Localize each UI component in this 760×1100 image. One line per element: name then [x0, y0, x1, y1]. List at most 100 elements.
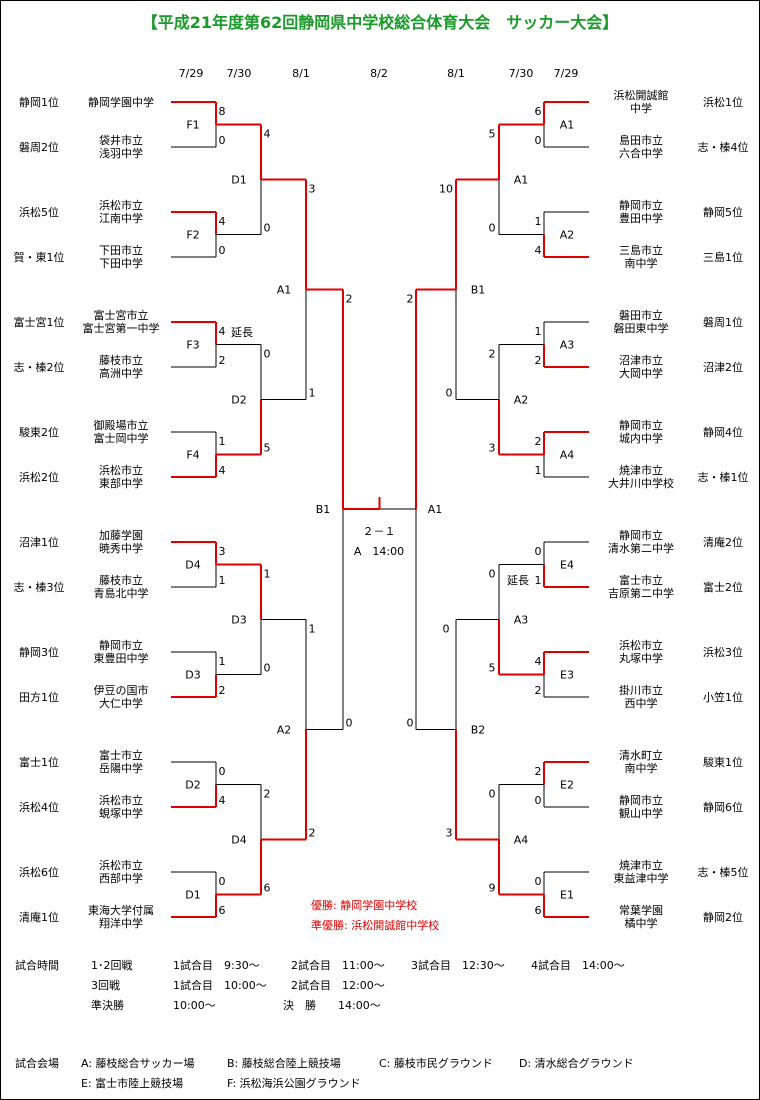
team-rank: 富士2位 — [703, 580, 743, 594]
score-label: 3 — [219, 545, 226, 558]
team-school: 浜松市立 — [99, 198, 143, 212]
final-info: A 14:00 — [354, 545, 404, 558]
score-label: 1 — [219, 655, 226, 668]
score-label: 0 — [489, 222, 496, 235]
venue-code: A2 — [560, 229, 575, 242]
team-rank: 沼津1位 — [19, 535, 59, 549]
team-rank: 清庵1位 — [19, 910, 59, 924]
team-school: 江南中学 — [99, 211, 143, 225]
team-rank: 浜松6位 — [19, 865, 59, 879]
team-school: 磐田東中学 — [614, 321, 669, 335]
page-title: 【平成21年度第62回静岡県中学校総合体育大会 サッカー大会】 — [141, 13, 619, 32]
venue-code: E3 — [560, 669, 574, 682]
team-rank: 浜松5位 — [19, 205, 59, 219]
venue-code: F2 — [186, 229, 199, 242]
team-school: 浜松市立 — [99, 858, 143, 872]
score-label: 4 — [219, 215, 226, 228]
overtime-label: 延長 — [231, 326, 253, 339]
schedule-round-1: 1･2回戦 — [91, 959, 133, 972]
venue-code: A1 — [428, 503, 443, 516]
team-rank: 駿東2位 — [19, 425, 59, 439]
team-school: 南中学 — [625, 256, 658, 270]
date-label: 7/29 — [554, 67, 579, 80]
score-label: 6 — [535, 105, 542, 118]
team-school: 東益津中学 — [614, 871, 669, 885]
team-school: 富士市立 — [619, 573, 663, 587]
score-label: 0 — [535, 134, 542, 147]
team-school: 清水町立 — [619, 748, 663, 762]
team-rank: 駿東1位 — [703, 755, 743, 769]
schedule-time: 決 勝 14:00～ — [283, 999, 381, 1012]
score-label: 0 — [535, 545, 542, 558]
score-label: 0 — [264, 222, 271, 235]
score-label: 4 — [219, 464, 226, 477]
score-label: 8 — [219, 105, 226, 118]
score-label: 4 — [535, 244, 542, 257]
venue-code: E1 — [560, 889, 574, 902]
team-school: 東部中学 — [99, 476, 143, 490]
score-label: 4 — [219, 794, 226, 807]
team-rank: 浜松2位 — [19, 470, 59, 484]
team-school: 観山中学 — [619, 806, 663, 820]
venue-code: B2 — [471, 724, 486, 737]
venue-code: E2 — [560, 779, 574, 792]
venue-code: D4 — [231, 834, 246, 847]
venue-item: F: 浜松海浜公園グラウンド — [227, 1077, 361, 1090]
team-rank: 清庵2位 — [703, 535, 743, 549]
team-school: 高洲中学 — [99, 366, 143, 380]
score-label: 0 — [535, 875, 542, 888]
venue-item: D: 清水総合グラウンド — [519, 1057, 634, 1070]
team-school: 沼津市立 — [619, 353, 663, 367]
team-school: 蜆塚中学 — [99, 806, 143, 820]
score-label: 2 — [535, 354, 542, 367]
team-school: 浜松市立 — [99, 793, 143, 807]
team-rank: 志・榛1位 — [698, 470, 749, 484]
team-school: 加藤学園 — [99, 528, 143, 542]
schedule-time: 2試合目 12:00～ — [291, 979, 385, 992]
team-rank: 小笠1位 — [703, 690, 743, 704]
score-label: 0 — [489, 568, 496, 581]
team-school: 大井川中学校 — [608, 476, 674, 490]
score-label: 3 — [446, 827, 453, 840]
score-label: 2 — [535, 435, 542, 448]
team-school: 翔洋中学 — [99, 916, 143, 930]
venues-label: 試合会場 — [15, 1057, 59, 1070]
team-school: 富士宮市立 — [94, 308, 149, 322]
venue-code: F4 — [186, 449, 199, 462]
team-rank: 静岡6位 — [703, 800, 743, 814]
score-label: 1 — [535, 215, 542, 228]
score-label: 5 — [489, 128, 496, 141]
team-school: 静岡市立 — [619, 198, 663, 212]
venue-item: C: 藤枝市民グラウンド — [379, 1057, 493, 1070]
venue-code: A2 — [277, 724, 292, 737]
score-label: 0 — [407, 717, 414, 730]
schedule-time: 1試合目 10:00～ — [173, 979, 267, 992]
score-label: 3 — [309, 183, 316, 196]
team-rank: 磐周2位 — [19, 140, 59, 154]
team-school: 西中学 — [625, 696, 658, 710]
score-label: 2 — [489, 348, 496, 361]
venue-code: D1 — [185, 889, 200, 902]
team-school: 静岡市立 — [619, 418, 663, 432]
score-label: 1 — [309, 623, 316, 636]
team-school: 大仁中学 — [99, 696, 143, 710]
date-label: 7/30 — [227, 67, 252, 80]
score-label: 0 — [264, 662, 271, 675]
team-school: 浅羽中学 — [99, 146, 143, 160]
team-school: 丸塚中学 — [619, 651, 663, 665]
score-label: 2 — [407, 293, 414, 306]
schedule-time: 10:00～ — [173, 999, 216, 1012]
team-school: 浜松市立 — [619, 638, 663, 652]
team-school: 中学 — [630, 101, 652, 115]
score-label: 0 — [446, 387, 453, 400]
score-label: 10 — [439, 183, 453, 196]
date-label: 8/1 — [447, 67, 465, 80]
venue-code: D3 — [231, 614, 246, 627]
schedule-round-3: 準決勝 — [91, 999, 124, 1012]
venue-item: E: 富士市陸上競技場 — [81, 1077, 184, 1090]
venue-code: D2 — [231, 394, 246, 407]
score-label: 5 — [489, 662, 496, 675]
score-label: 0 — [219, 765, 226, 778]
team-school: 伊豆の国市 — [94, 683, 149, 697]
